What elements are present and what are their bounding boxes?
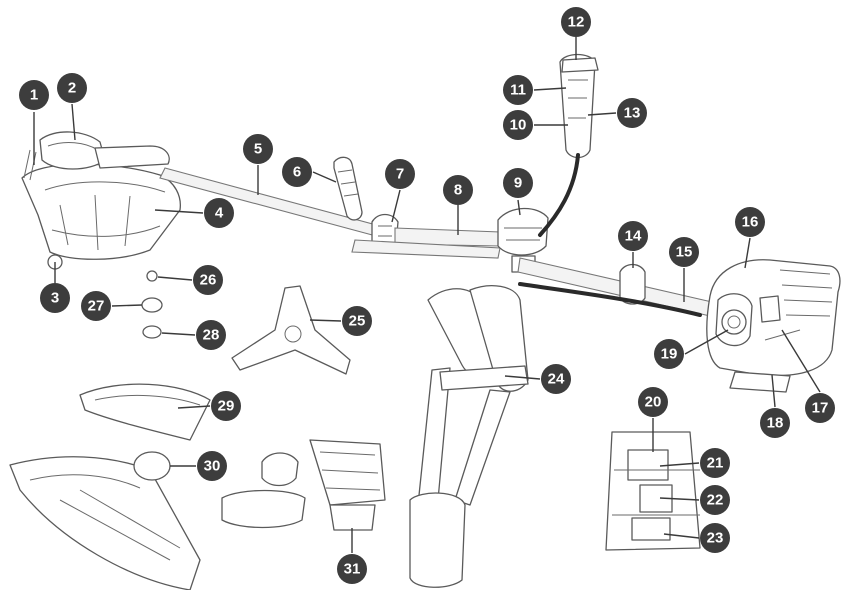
callout-7: 7 xyxy=(385,159,415,189)
svg-text:26: 26 xyxy=(200,272,217,289)
svg-text:20: 20 xyxy=(645,394,662,411)
blade-guard xyxy=(79,383,211,441)
svg-text:16: 16 xyxy=(742,214,759,231)
callout-19: 19 xyxy=(654,339,684,369)
svg-text:15: 15 xyxy=(676,244,693,261)
svg-text:14: 14 xyxy=(625,228,642,245)
callout-29: 29 xyxy=(211,391,241,421)
callout-3: 3 xyxy=(40,283,70,313)
svg-text:11: 11 xyxy=(510,82,526,99)
svg-text:17: 17 xyxy=(812,400,829,417)
shoulder-harness xyxy=(409,285,529,588)
callout-22: 22 xyxy=(700,485,730,515)
svg-text:29: 29 xyxy=(218,398,235,415)
callout-10: 10 xyxy=(503,110,533,140)
callout-12: 12 xyxy=(561,7,591,37)
svg-text:7: 7 xyxy=(396,166,404,183)
svg-text:21: 21 xyxy=(707,455,724,472)
callout-11: 11 xyxy=(503,75,533,105)
svg-text:13: 13 xyxy=(624,105,641,122)
svg-text:1: 1 xyxy=(30,87,38,104)
svg-text:27: 27 xyxy=(88,298,105,315)
svg-text:5: 5 xyxy=(254,141,262,158)
shaft-tube xyxy=(351,227,501,259)
leader-lines xyxy=(33,37,821,553)
svg-text:28: 28 xyxy=(203,327,220,344)
svg-text:6: 6 xyxy=(293,164,301,181)
callout-8: 8 xyxy=(443,175,473,205)
svg-text:24: 24 xyxy=(548,371,565,388)
throttle-handle xyxy=(559,53,599,159)
callout-15: 15 xyxy=(669,237,699,267)
callout-17: 17 xyxy=(805,393,835,423)
callout-14: 14 xyxy=(618,221,648,251)
rear-shaft xyxy=(517,257,713,317)
svg-text:3: 3 xyxy=(51,290,59,307)
svg-text:8: 8 xyxy=(454,182,462,199)
trimmer-head-assembly xyxy=(21,131,181,270)
callout-2: 2 xyxy=(57,73,87,103)
svg-text:31: 31 xyxy=(344,561,361,578)
svg-text:9: 9 xyxy=(514,175,522,192)
callout-23: 23 xyxy=(700,523,730,553)
svg-text:10: 10 xyxy=(510,117,527,134)
callout-9: 9 xyxy=(503,168,533,198)
front-grip xyxy=(333,156,363,221)
svg-text:4: 4 xyxy=(215,205,224,222)
callout-21: 21 xyxy=(700,448,730,478)
callout-31: 31 xyxy=(337,554,367,584)
svg-text:19: 19 xyxy=(661,346,678,363)
washer-set xyxy=(141,270,163,339)
svg-text:30: 30 xyxy=(204,458,221,475)
svg-text:12: 12 xyxy=(568,14,585,31)
callout-4: 4 xyxy=(204,198,234,228)
svg-text:2: 2 xyxy=(68,80,76,97)
svg-text:18: 18 xyxy=(767,415,784,432)
callout-24: 24 xyxy=(541,364,571,394)
callout-5: 5 xyxy=(243,134,273,164)
callout-13: 13 xyxy=(617,98,647,128)
callout-16: 16 xyxy=(735,207,765,237)
callout-18: 18 xyxy=(760,408,790,438)
callout-26: 26 xyxy=(193,265,223,295)
three-tooth-blade xyxy=(231,285,351,375)
callout-20: 20 xyxy=(638,387,668,417)
callout-1: 1 xyxy=(19,80,49,110)
svg-text:23: 23 xyxy=(707,530,724,547)
callout-27: 27 xyxy=(81,291,111,321)
svg-text:25: 25 xyxy=(349,313,366,330)
gear-head-parts xyxy=(221,439,386,531)
trimmer-guard xyxy=(9,451,201,590)
callout-30: 30 xyxy=(197,451,227,481)
callout-25: 25 xyxy=(342,306,372,336)
callout-28: 28 xyxy=(196,320,226,350)
callout-6: 6 xyxy=(282,157,312,187)
engine-unit xyxy=(706,259,841,393)
svg-text:22: 22 xyxy=(707,492,724,509)
engine-detail-inset xyxy=(605,431,701,551)
